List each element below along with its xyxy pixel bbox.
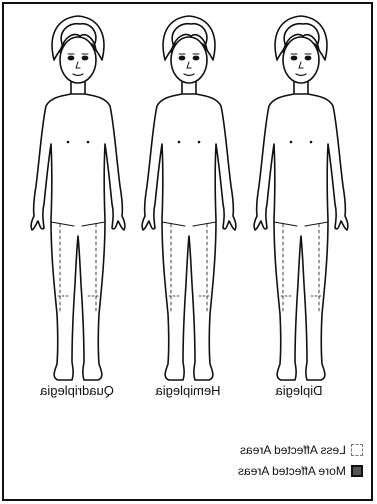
less-affected-swatch — [351, 444, 363, 456]
legend-more-affected: More Affected Areas — [238, 463, 363, 479]
legend-less-affected: Less Affected Areas — [240, 442, 363, 458]
figure-diplegia — [254, 16, 348, 380]
label-quadriplegia: Quadriplegia — [22, 383, 132, 398]
figure-hemiplegia — [142, 16, 236, 380]
more-affected-swatch — [351, 465, 363, 477]
label-hemiplegia: Hemiplegia — [133, 383, 243, 398]
legend-more-label: More Affected Areas — [238, 464, 346, 478]
label-diplegia: Diplegia — [244, 383, 354, 398]
figure-quadriplegia — [31, 16, 125, 380]
legend-less-label: Less Affected Areas — [240, 443, 346, 457]
